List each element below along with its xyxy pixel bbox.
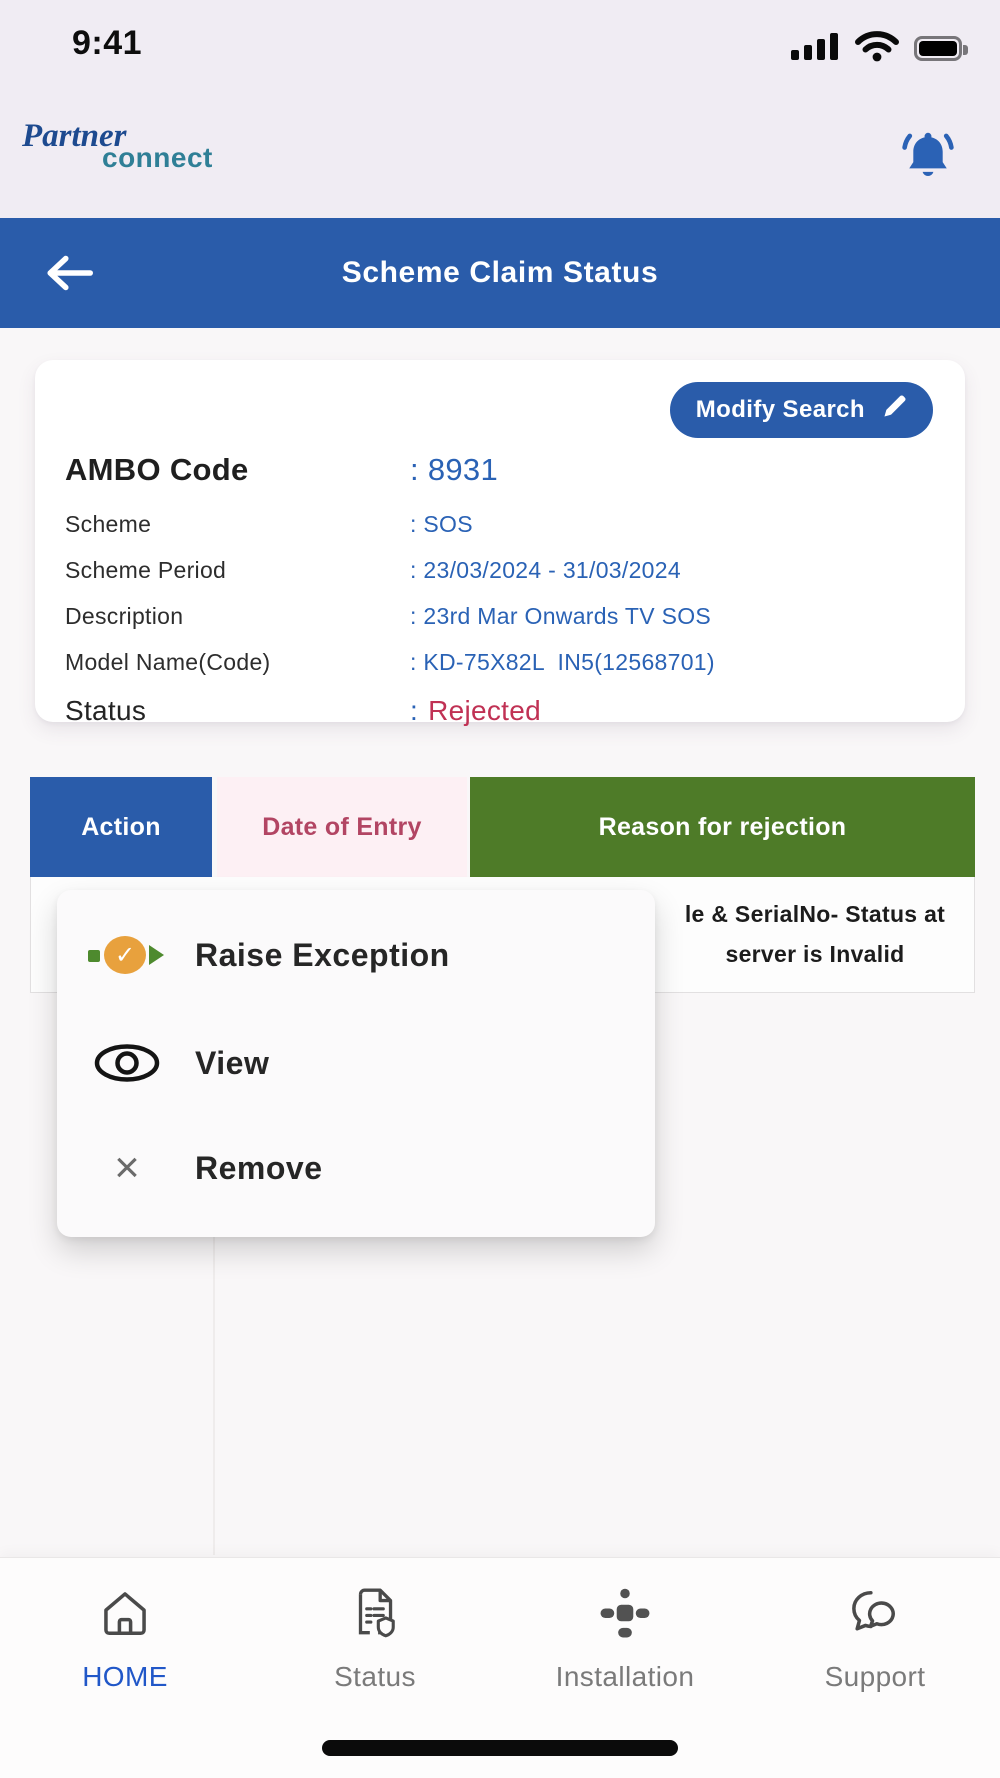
- menu-item-label: View: [195, 1044, 270, 1081]
- title-bar: Scheme Claim Status: [0, 218, 1000, 328]
- field-row-status: Status : Rejected: [65, 695, 945, 727]
- field-label: Description: [65, 603, 184, 629]
- battery-icon: [914, 36, 968, 61]
- results-table-header: Action Date of Entry Reason for rejectio…: [30, 777, 975, 877]
- logo-connect-text: connect: [102, 142, 213, 173]
- status-bar-time: 9:41: [72, 24, 143, 62]
- pencil-icon: [881, 394, 907, 427]
- field-row-scheme: Scheme : SOS: [65, 511, 945, 538]
- nav-item-support[interactable]: Support: [750, 1558, 1000, 1778]
- eye-icon: [77, 1041, 177, 1085]
- nav-label: HOME: [82, 1661, 168, 1692]
- page-title: Scheme Claim Status: [341, 256, 659, 289]
- field-label: Scheme: [65, 511, 152, 537]
- field-value: : KD-75X82L IN5(12568701): [410, 649, 715, 675]
- status-bar-icons: [790, 30, 968, 67]
- reason-line-1: le & SerialNo- Status at: [684, 901, 946, 927]
- signal-icon: [790, 30, 840, 67]
- menu-item-remove[interactable]: × Remove: [57, 1124, 655, 1212]
- field-label: Scheme Period: [65, 557, 227, 583]
- menu-item-view[interactable]: View: [57, 1019, 655, 1107]
- claim-status-icon: [346, 1584, 404, 1647]
- field-row-model-name: Model Name(Code) : KD-75X82L IN5(1256870…: [65, 649, 945, 676]
- claim-fields: AMBO Code : 8931 Scheme : SOS Scheme Per…: [65, 452, 945, 746]
- field-label: AMBO Code: [65, 452, 249, 487]
- column-divider-line: [213, 1237, 215, 1555]
- status-colon: :: [410, 695, 419, 726]
- check-icon: ✓: [104, 936, 146, 974]
- nav-label: Installation: [555, 1661, 695, 1692]
- status-value: : Rejected: [410, 695, 541, 727]
- status-badge: Rejected: [428, 695, 542, 726]
- logo-partner-text: Partner: [22, 118, 127, 154]
- back-arrow-icon[interactable]: [38, 248, 98, 298]
- claim-detail-card: Modify Search AMBO Code : 8931 Scheme : …: [35, 360, 965, 726]
- nav-label: Status: [334, 1661, 416, 1692]
- menu-item-label: Remove: [195, 1149, 323, 1186]
- raise-exception-icon: ✓: [77, 932, 177, 978]
- column-header-reason: Reason for rejection: [470, 777, 975, 877]
- field-value: : 23/03/2024 - 31/03/2024: [410, 557, 681, 583]
- field-value: : 8931: [410, 452, 498, 487]
- field-row-scheme-period: Scheme Period : 23/03/2024 - 31/03/2024: [65, 557, 945, 584]
- support-icon: [846, 1584, 904, 1647]
- nav-item-status[interactable]: Status: [250, 1558, 500, 1778]
- reason-line-2: server is Invalid: [725, 941, 905, 967]
- home-indicator-bar[interactable]: [322, 1740, 678, 1756]
- field-value: : SOS: [410, 511, 473, 537]
- top-header: 9:41 Partner: [0, 0, 1000, 218]
- field-label: Status: [65, 695, 147, 726]
- menu-item-label: Raise Exception: [195, 936, 450, 973]
- field-row-description: Description : 23rd Mar Onwards TV SOS: [65, 603, 945, 630]
- column-header-date-of-entry: Date of Entry: [217, 777, 467, 877]
- field-row-ambo-code: AMBO Code : 8931: [65, 452, 945, 488]
- partner-connect-logo: Partner connect: [22, 120, 213, 172]
- rejection-reason-cell: le & SerialNo- Status at server is Inval…: [649, 894, 981, 974]
- modify-search-label: Modify Search: [695, 396, 865, 423]
- modify-search-button[interactable]: Modify Search: [669, 382, 933, 438]
- wifi-icon: [854, 30, 900, 67]
- field-value: : 23rd Mar Onwards TV SOS: [410, 603, 712, 629]
- home-icon: [96, 1584, 154, 1647]
- nav-item-home[interactable]: HOME: [0, 1558, 250, 1778]
- nav-item-installation[interactable]: Installation: [500, 1558, 750, 1778]
- action-popup-menu: ✓ Raise Exception View × Remove: [57, 890, 655, 1237]
- installation-icon: [596, 1584, 654, 1647]
- notification-bell-icon[interactable]: [896, 124, 960, 188]
- close-icon: ×: [114, 1143, 140, 1192]
- field-label: Model Name(Code): [65, 649, 271, 675]
- menu-item-raise-exception[interactable]: ✓ Raise Exception: [57, 911, 655, 999]
- column-header-action: Action: [30, 777, 212, 877]
- nav-label: Support: [824, 1661, 926, 1692]
